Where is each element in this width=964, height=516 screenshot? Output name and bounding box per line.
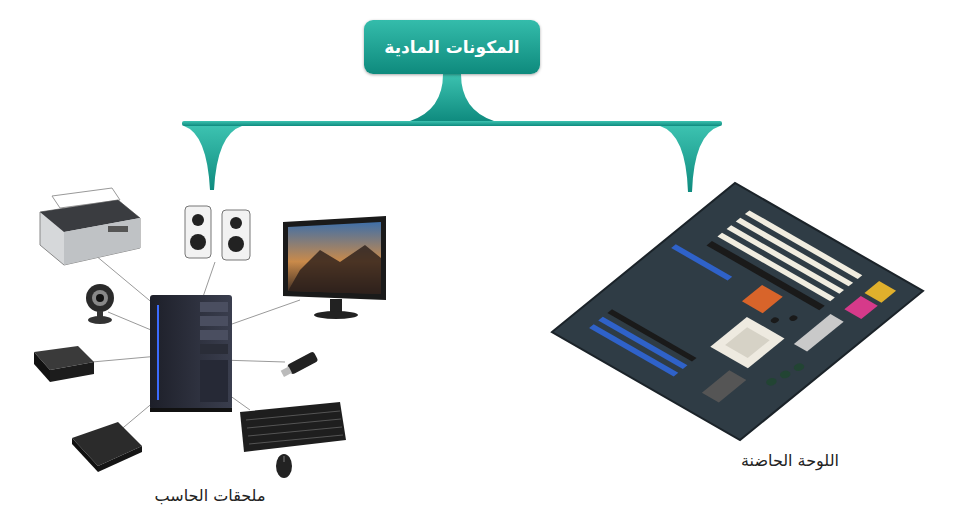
motherboard-picture-part-part bbox=[736, 218, 853, 287]
monitor-icon-part bbox=[283, 216, 386, 300]
picture-caption: ملحقات الحاسب bbox=[155, 486, 266, 507]
printer-icon bbox=[40, 188, 140, 265]
router-icon-part bbox=[72, 438, 98, 472]
motherboard-picture-part-part bbox=[844, 296, 877, 319]
motherboard-picture-part-part bbox=[607, 309, 696, 361]
speakers-icon-part bbox=[185, 206, 211, 258]
motherboard-picture-part-part bbox=[725, 327, 770, 358]
branch-bracket bbox=[182, 74, 722, 192]
external-drive-icon bbox=[34, 346, 94, 382]
monitor-icon-part bbox=[314, 311, 358, 319]
motherboard-picture-part-part bbox=[769, 316, 780, 324]
motherboard-picture-part-part bbox=[589, 324, 678, 376]
motherboard-picture-part-part bbox=[742, 285, 783, 313]
keyboard-icon-part-part bbox=[248, 427, 342, 436]
usb-stick-icon bbox=[280, 351, 319, 379]
mouse-icon bbox=[276, 454, 292, 478]
mouse-icon-part bbox=[284, 456, 285, 462]
computer-tower-part bbox=[200, 330, 228, 340]
mouse-icon-part bbox=[276, 454, 292, 478]
speakers-icon-part bbox=[190, 234, 206, 250]
computer-tower-part bbox=[200, 360, 228, 402]
branch-bracket-part bbox=[184, 126, 242, 190]
motherboard-picture-part-part bbox=[778, 369, 793, 379]
router-icon-part bbox=[98, 446, 142, 472]
external-drive-icon-part bbox=[50, 362, 94, 382]
motherboard-picture bbox=[552, 183, 923, 440]
printer-icon-part bbox=[64, 218, 140, 265]
printer-icon-part bbox=[108, 226, 128, 232]
speakers-icon-part bbox=[192, 214, 204, 226]
computer-tower-part bbox=[200, 302, 228, 312]
motherboard-picture-part-part bbox=[745, 210, 862, 279]
heading-box: المكونات المادية bbox=[364, 20, 540, 74]
motherboard-picture-part-part bbox=[598, 317, 687, 369]
speakers-icon-part bbox=[222, 210, 250, 260]
webcam-icon-part bbox=[86, 284, 114, 312]
keyboard-icon-part bbox=[246, 411, 343, 444]
branch-bracket-part bbox=[410, 74, 494, 121]
monitor-icon-part bbox=[330, 299, 342, 313]
speakers-icon-part bbox=[228, 236, 244, 252]
keyboard-icon-part bbox=[240, 402, 346, 452]
motherboard-picture-part-part bbox=[702, 370, 746, 402]
motherboard-picture-part bbox=[552, 183, 923, 440]
usb-stick-icon-part bbox=[281, 367, 292, 377]
heading-text: المكونات المادية bbox=[384, 37, 519, 57]
motherboard-picture-part-part bbox=[794, 314, 844, 351]
cable-lines bbox=[92, 255, 300, 432]
keyboard-icon-part-part bbox=[246, 411, 340, 420]
motherboard-picture-part bbox=[580, 197, 898, 417]
computer-tower-part bbox=[150, 295, 232, 410]
monitor-icon bbox=[283, 216, 386, 319]
motherboard-picture-part-part bbox=[792, 362, 807, 372]
computer-tower-part bbox=[157, 305, 159, 400]
keyboard-icon bbox=[240, 402, 346, 452]
computer-tower-part bbox=[200, 344, 228, 354]
monitor-icon-part bbox=[288, 222, 381, 294]
webcam-icon-part bbox=[92, 290, 108, 306]
motherboard-picture-part-part bbox=[710, 317, 784, 368]
motherboard-picture-part-part bbox=[788, 314, 799, 322]
computer-tower-part bbox=[150, 408, 232, 412]
webcam-icon-part bbox=[88, 316, 112, 324]
webcam-icon-part bbox=[96, 294, 104, 302]
monitor-icon-part bbox=[288, 245, 381, 294]
motherboard-picture-part-part bbox=[864, 281, 896, 303]
motherboard-picture-part-part bbox=[671, 244, 732, 280]
computer-tower-part bbox=[200, 316, 228, 326]
branch-bracket-part bbox=[660, 126, 720, 192]
router-icon bbox=[72, 422, 142, 472]
router-icon-part bbox=[72, 422, 142, 466]
keyboard-icon-part-part bbox=[247, 419, 341, 428]
printer-icon-part bbox=[40, 200, 140, 265]
usb-stick-icon-part bbox=[287, 351, 319, 375]
branch-bracket-part bbox=[182, 121, 722, 126]
computer-tower bbox=[150, 295, 232, 412]
speakers-icon bbox=[185, 206, 250, 260]
motherboard-picture-part-part bbox=[764, 377, 779, 387]
picture-caption: اللوحة الحاضنة bbox=[741, 451, 839, 472]
external-drive-icon-part bbox=[34, 352, 50, 382]
printer-icon-part bbox=[40, 200, 140, 232]
keyboard-icon-part-part bbox=[249, 435, 343, 444]
speakers-icon-part bbox=[230, 217, 242, 229]
webcam-icon bbox=[86, 284, 114, 324]
